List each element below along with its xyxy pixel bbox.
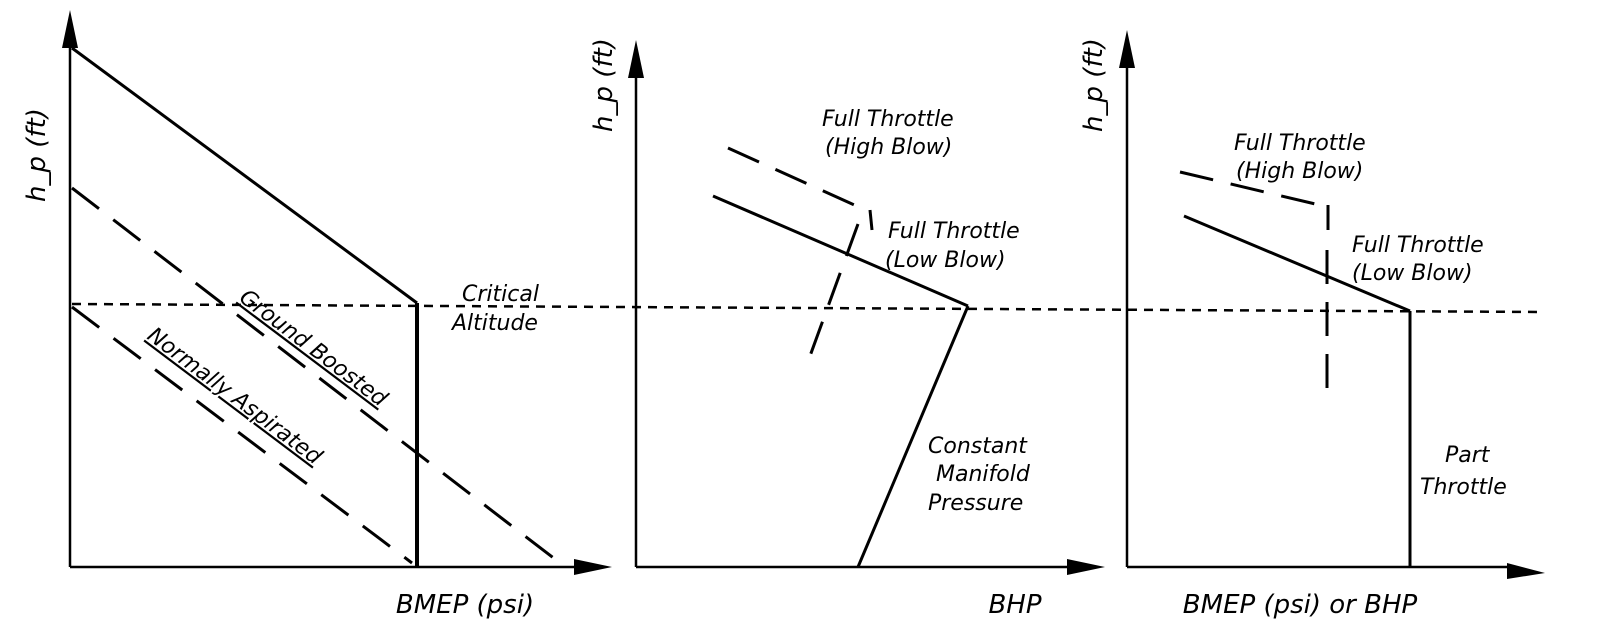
panel2-y-axis-label: h_p (ft) (589, 38, 619, 132)
panel3-y-axis-label: h_p (ft) (1079, 38, 1109, 132)
critical-altitude-label-line1: Critical (462, 282, 539, 307)
panel3-y-arrow (1119, 30, 1135, 68)
panel2-constant-manifold-line (856, 305, 970, 568)
panel3-low-blow-label-line2: (Low Blow) (1352, 261, 1473, 286)
panel3-x-arrow (1507, 563, 1545, 579)
panel2-low-blow-label-line2: (Low Blow) (885, 248, 1006, 273)
panel1-full-throttle-line (71, 46, 418, 305)
panel2-high-blow-drop (868, 209, 874, 231)
panel3-part-label-line1: Part (1445, 443, 1491, 468)
panel3-low-blow-label-line1: Full Throttle (1352, 233, 1484, 258)
panel2-low-blow-line (712, 194, 969, 308)
panel2-x-axis-label: BHP (988, 590, 1041, 620)
panel2-high-blow-label-line1: Full Throttle (822, 107, 954, 132)
panel2-cmp-label-line1: Constant (928, 434, 1028, 459)
panel-2: h_p (ft) BHP Full Throttle (High Blow) F… (589, 38, 1105, 620)
panel3-high-blow-label-line1: Full Throttle (1234, 131, 1366, 156)
critical-altitude-label-line2: Altitude (450, 311, 538, 336)
panel1-normally-aspirated-line (71, 305, 413, 565)
panel2-cmp-label-line3: Pressure (928, 491, 1023, 516)
panel1-x-axis-label: BMEP (psi) (396, 590, 534, 620)
panel3-high-blow-line (1179, 170, 1329, 209)
panel2-transition-dashed (808, 223, 860, 357)
panel2-x-arrow (1067, 559, 1105, 575)
panel3-x-axis-label: BMEP (psi) or BHP (1183, 590, 1418, 620)
panel3-high-blow-label-line2: (High Blow) (1236, 159, 1363, 184)
panel1-x-arrow (574, 559, 612, 575)
panel3-part-label-line2: Throttle (1420, 475, 1507, 500)
ground-boosted-label: Ground Boosted (234, 285, 392, 413)
panel1-y-axis-label: h_p (ft) (22, 108, 52, 202)
panel2-high-blow-line (727, 146, 871, 214)
panel1-y-arrow (62, 10, 78, 48)
panel-3: h_p (ft) BMEP (psi) or BHP Full Throttle… (1079, 30, 1545, 620)
critical-altitude-line (71, 302, 1541, 314)
panel2-high-blow-label-line2: (High Blow) (825, 135, 952, 160)
panel2-y-arrow (628, 40, 644, 78)
panel-1: h_p (ft) BMEP (psi) Critical Altitude Gr… (22, 10, 612, 620)
panel2-low-blow-label-line1: Full Throttle (888, 219, 1020, 244)
panel1-ground-boosted-line (71, 186, 561, 565)
panel2-cmp-label-line2: Manifold (936, 462, 1031, 487)
panel3-low-blow-line (1183, 214, 1411, 313)
